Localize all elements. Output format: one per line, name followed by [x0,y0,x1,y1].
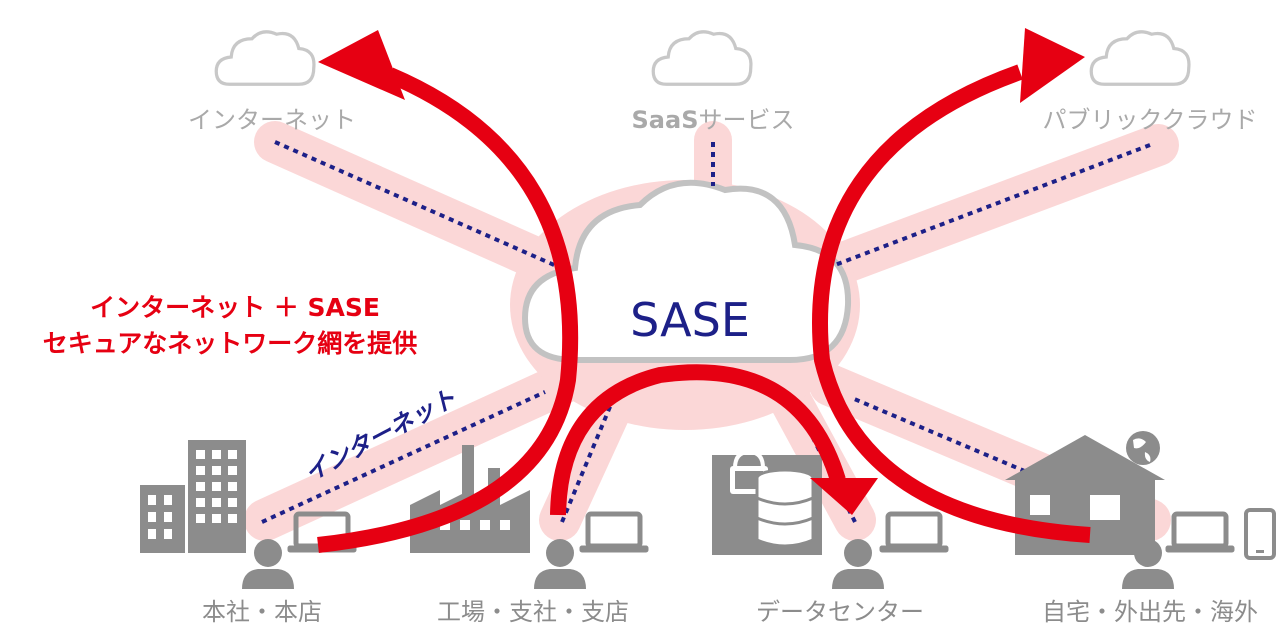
annotation-line1: インターネット ＋ SASE [90,293,380,322]
node-label-factory: 工場・支社・支店 [437,598,629,626]
annotation-line2: セキュアなネットワーク網を提供 [43,329,418,358]
node-label-datacenter: データセンター [756,598,924,626]
red-arrows [317,28,1091,553]
node-label-remote: 自宅・外出先・海外 [1042,598,1258,626]
laptop-icon [580,514,648,552]
saas-rest: サービス [698,106,794,134]
database-icon [755,468,815,548]
office-building-icon [140,440,246,553]
user-icon [832,539,884,589]
node-label-public-cloud: パブリッククラウド [1042,106,1257,134]
cloud-icon [651,30,753,86]
arrowhead-internet [318,30,405,100]
node-label-internet: インターネット [188,106,356,134]
arrow-to-datacenter [550,364,846,516]
arrow-to-internet [317,67,579,553]
link-publiccloud [834,143,1151,267]
saas-bold: SaaS [632,106,699,134]
laptop-icon [880,514,948,552]
arrowhead-publiccloud [1020,28,1085,103]
datacenter-icon [712,449,822,555]
laptop-icon [1166,514,1234,552]
sase-cloud [521,179,852,363]
arrow-to-publiccloud [812,64,1091,543]
link-internet [274,140,571,274]
sase-label: SASE [630,293,750,347]
smartphone-icon [1244,508,1276,560]
user-icon [534,539,586,589]
globe-icon [1126,431,1160,465]
arrowhead-datacenter [810,478,878,515]
cloud-icon [1089,30,1191,86]
link-headoffice [261,390,546,524]
user-icon [242,539,294,589]
node-label-head-office: 本社・本店 [202,598,322,626]
link-factory [560,401,614,523]
cloud-icon [214,30,316,86]
node-label-saas: SaaSサービス [632,106,795,134]
